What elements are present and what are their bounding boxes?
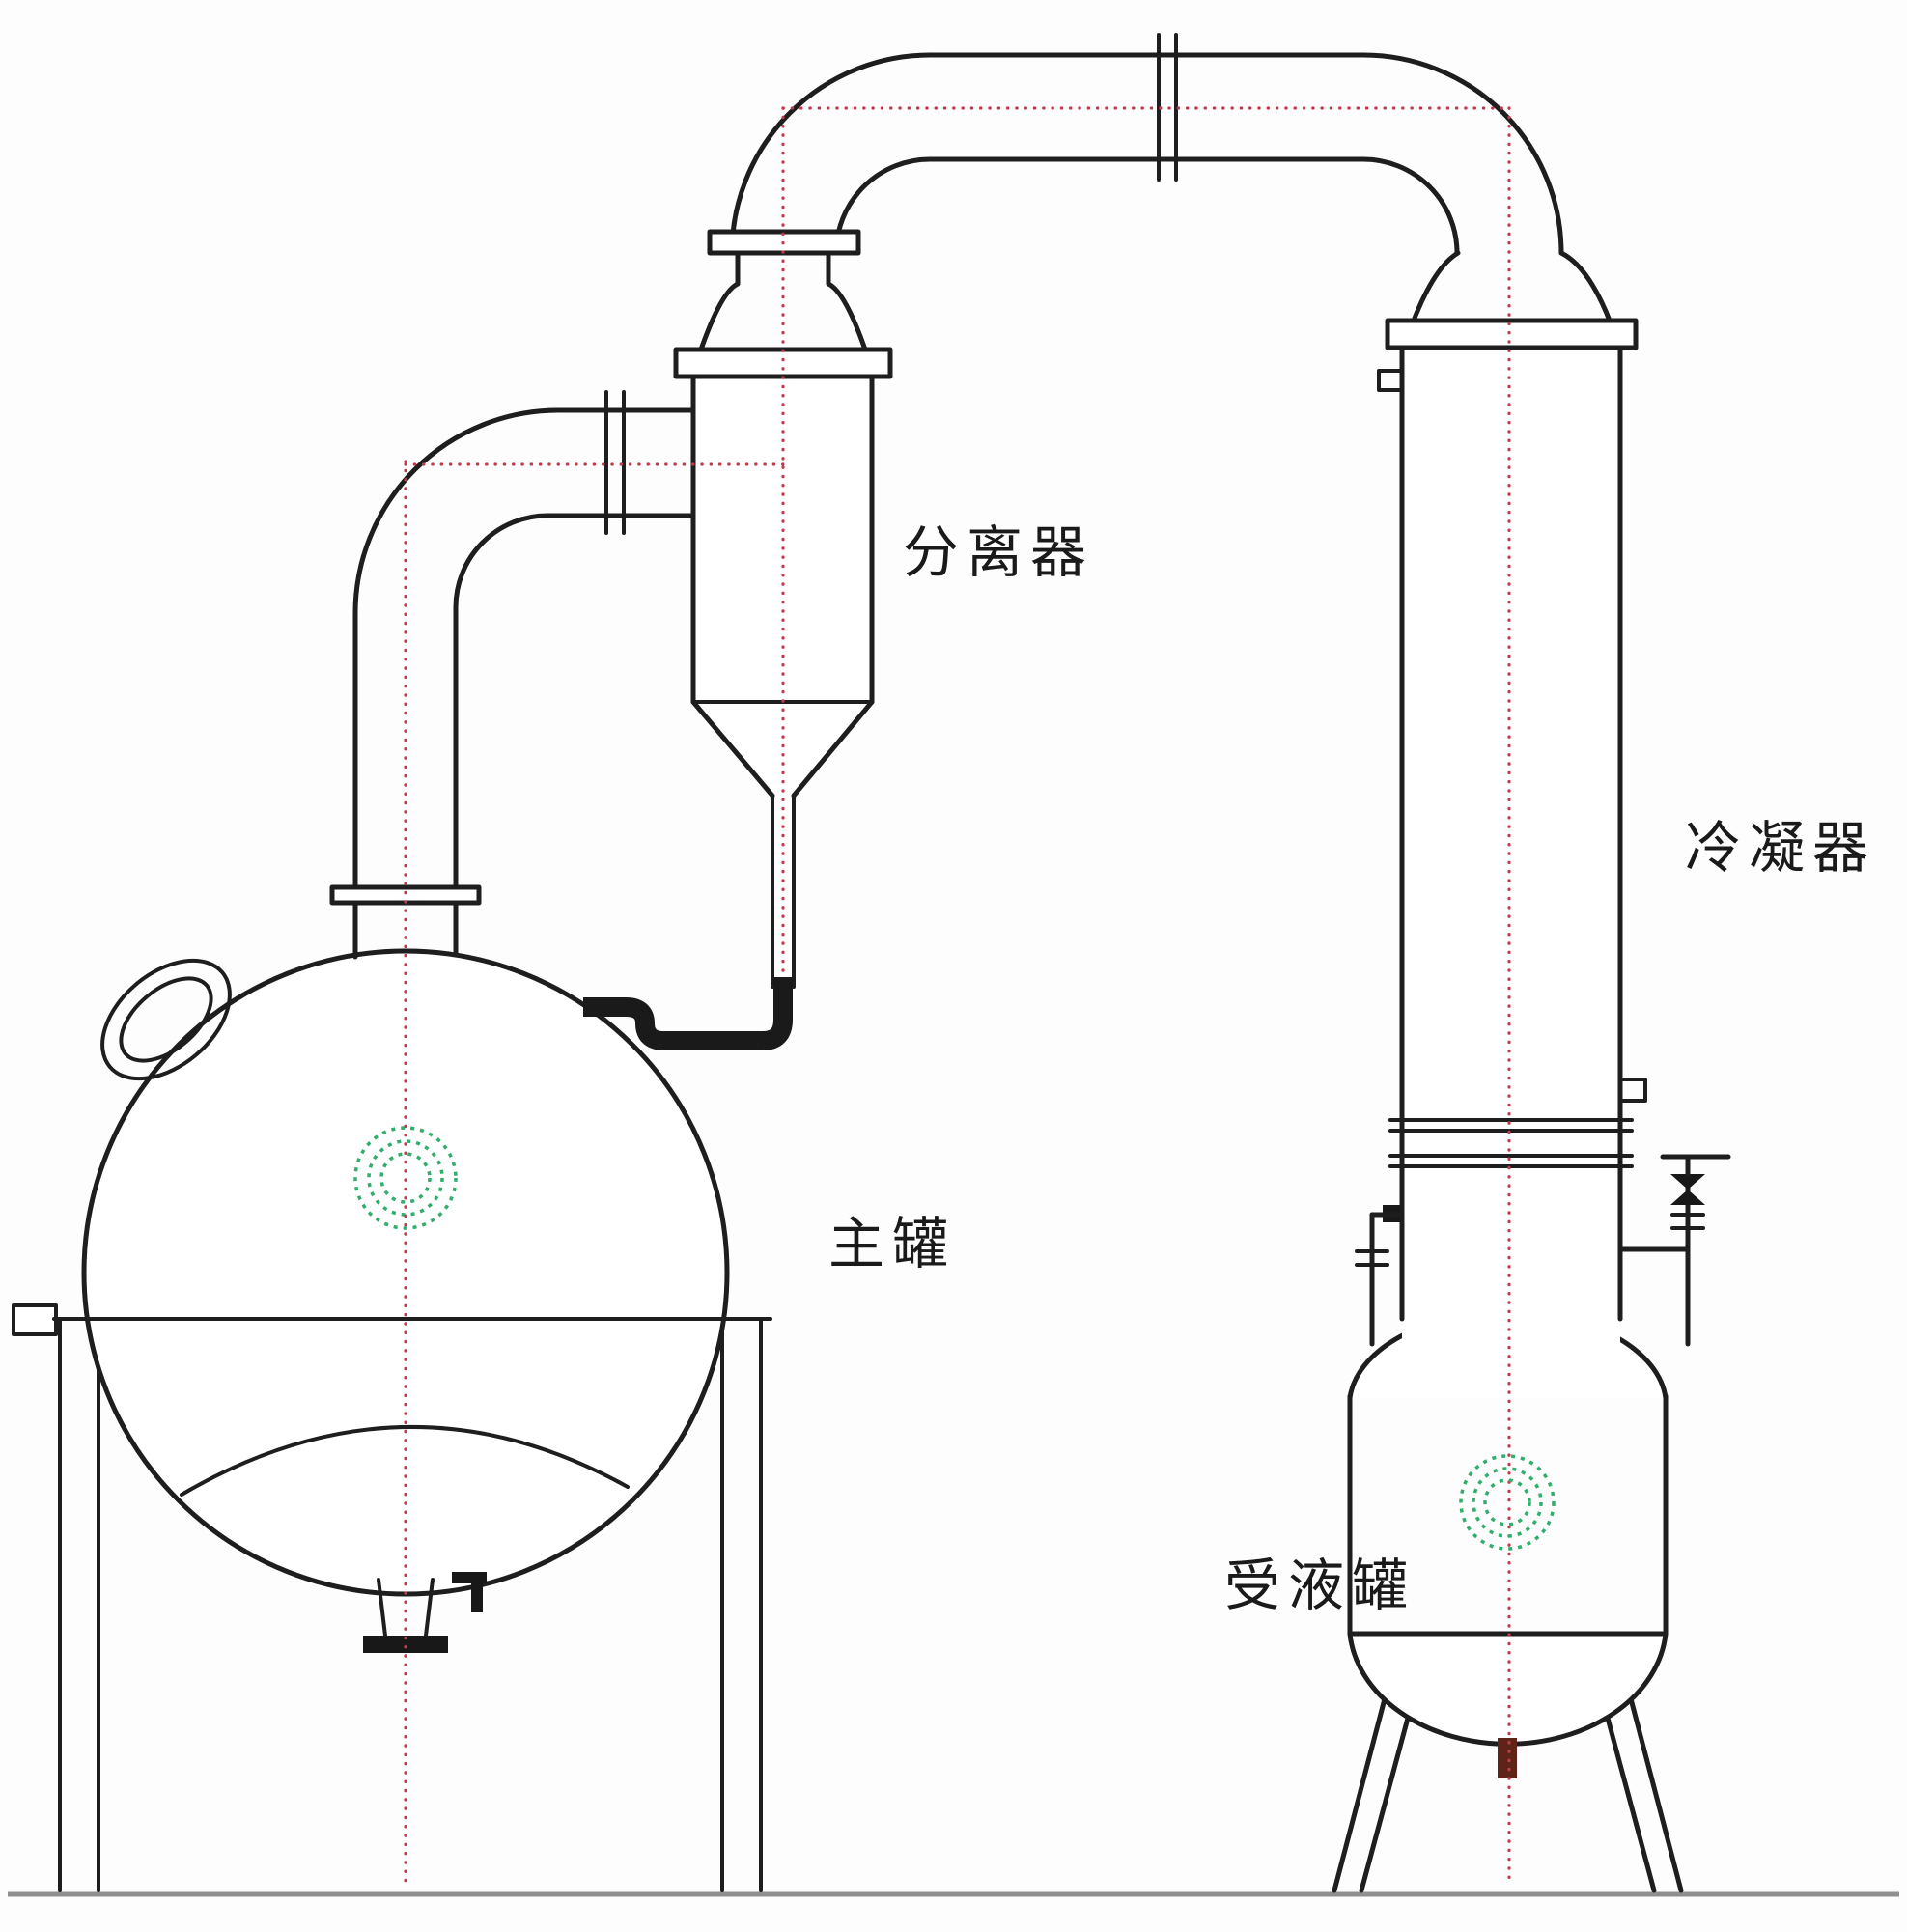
separator [673,229,893,989]
main-tank-lug [12,1303,58,1336]
receiving-tank-sight-glass [1459,1454,1556,1551]
labels: 分离器 冷凝器 主罐 受液罐 [828,519,1876,1618]
condenser-right-valve-assembly [1617,1154,1731,1347]
riser-pipe-flange [604,390,626,535]
main-tank-sight-glass [353,1126,458,1230]
label-separator: 分离器 [903,519,1094,585]
condenser-dome-right [1558,250,1613,323]
condenser [1355,250,1731,1350]
main-tank-inner-dish [180,1424,630,1497]
condenser-nozzle-top-left [1377,369,1404,392]
label-receiving-tank: 受液罐 [1224,1553,1416,1618]
condenser-left-drain-pipe [1355,1205,1403,1347]
riser-pipe-inner [453,513,696,890]
valve-icon [1660,1154,1731,1205]
overhead-pipe-flange [1157,33,1178,182]
condenser-top-flange [1385,318,1639,350]
condenser-lower-flanges [1388,1118,1634,1168]
label-condenser: 冷凝器 [1685,815,1876,881]
separator-cone-left [690,699,775,798]
overhead-vapor-pipe [729,33,1564,256]
separator-dome-right [826,250,868,352]
centerlines [404,106,1511,1890]
label-main-tank: 主罐 [828,1211,956,1276]
condenser-nozzle-right [1618,1078,1647,1103]
main-tank-bottom-outlet [363,1572,487,1653]
main-tank-legs [58,1317,763,1892]
separator-cone-right [791,699,875,798]
riser-pipe [352,390,696,890]
receiving-tank-drain [1498,1738,1517,1778]
riser-pipe-outer [352,407,696,890]
receiving-tank-legs [1332,1689,1684,1893]
condenser-dome [1411,250,1461,323]
separator-return-pipe [583,977,793,1050]
main-tank-manhole [100,958,232,1081]
overhead-pipe-outer [729,52,1564,256]
separator-dome [698,250,741,352]
overhead-pipe-inner [833,156,1460,256]
condenser-body [1402,346,1620,1350]
separator-top-flange [673,347,893,379]
